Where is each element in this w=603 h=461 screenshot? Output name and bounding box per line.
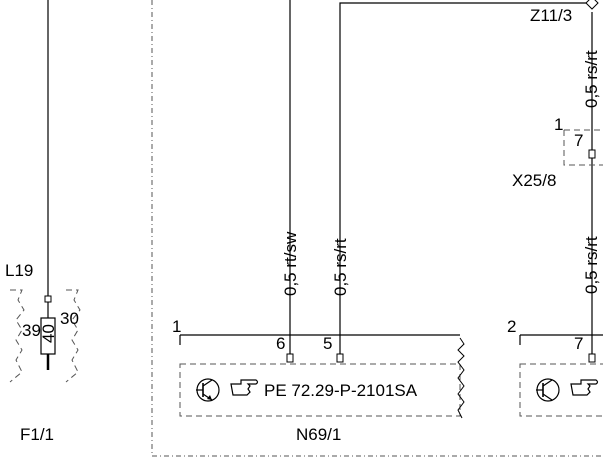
right-module-pin: 7 xyxy=(574,334,583,353)
module-pin-b: 5 xyxy=(323,334,332,353)
splice-designation: Z11/3 xyxy=(530,6,572,25)
connector-pin-socket xyxy=(588,149,596,159)
splice-node xyxy=(585,0,599,10)
module-designation: N69/1 xyxy=(296,425,341,444)
module-break-edge xyxy=(457,337,465,419)
hand-pointing-icon xyxy=(230,379,259,396)
transistor-icon xyxy=(196,378,220,402)
right-module-block-pin: 2 xyxy=(507,317,516,336)
right-module-pin-socket xyxy=(588,353,596,363)
module-wires: 0,5 rt/sw 0,5 rs/rt xyxy=(281,0,586,354)
right-module: 2 7 xyxy=(507,317,603,417)
right-transistor-icon xyxy=(536,378,560,402)
wire-b-label: 0,5 rs/rt xyxy=(331,238,350,296)
wire-rs-rt xyxy=(339,2,586,354)
right-hand-pointing-icon xyxy=(570,379,599,396)
connector-housing xyxy=(563,129,603,166)
connector-pin-outer: 1 xyxy=(554,115,563,134)
module-pin-a: 6 xyxy=(276,334,285,353)
module-box xyxy=(179,363,461,417)
wire-a-label: 0,5 rt/sw xyxy=(281,231,300,296)
connector-wire-bottom-label: 0,5 rs/rt xyxy=(582,236,601,294)
fuse-top-terminal xyxy=(44,295,52,303)
fuse-holder-right-outline xyxy=(65,289,81,383)
fuse-pin-left: 39 xyxy=(22,321,41,340)
fuse-pin-right: 30 xyxy=(60,309,79,328)
module-pin-b-socket xyxy=(336,353,344,363)
module-pin-a-socket xyxy=(286,353,294,363)
module-part-number: PE 72.29-P-2101SA xyxy=(264,381,418,400)
connector-designation: X25/8 xyxy=(512,171,556,190)
fuse-f1-1: L19 39 30 40 F1/1 xyxy=(5,0,81,444)
control-module-n69-1: 1 6 5 PE 72.29-P-2101SA N69/1 xyxy=(172,317,465,444)
connector-x25-8: Z11/3 0,5 rs/rt 0,5 rs/rt 1 7 X25/8 xyxy=(512,0,603,354)
fuse-rating: 40 xyxy=(39,324,58,343)
connector-wire-top-label: 0,5 rs/rt xyxy=(582,50,601,108)
connector-pin-inner: 7 xyxy=(574,131,583,150)
fuse-wire-label: L19 xyxy=(5,261,33,280)
fuse-designation: F1/1 xyxy=(20,425,54,444)
right-module-box xyxy=(519,363,603,417)
module-block-pin: 1 xyxy=(172,317,181,336)
